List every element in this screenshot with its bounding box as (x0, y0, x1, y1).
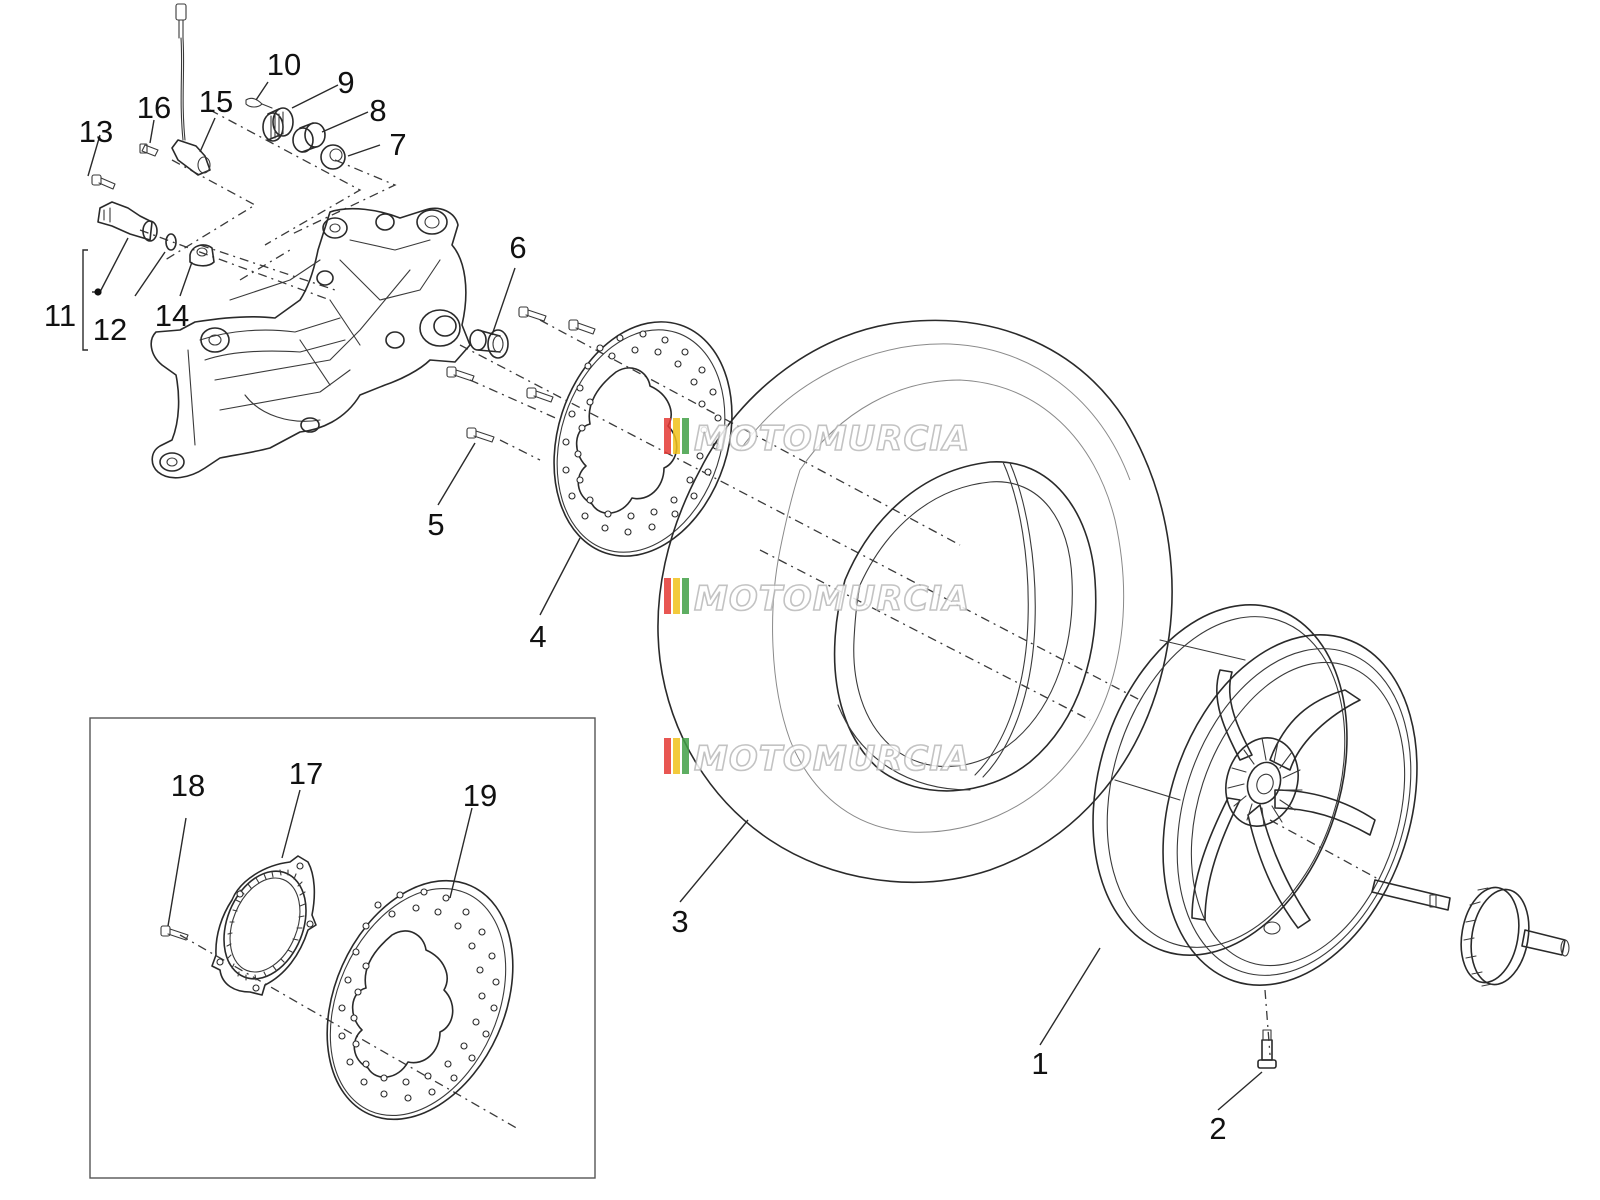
screws-part-5 (446, 306, 596, 443)
callout-15: 15 (199, 84, 233, 119)
watermark-middle: MOTOMURCIA (664, 578, 970, 620)
wm-bar-red (664, 578, 671, 614)
bushing-part-8 (292, 122, 326, 153)
wm-bar-red (664, 738, 671, 774)
callout-2: 2 (1209, 1111, 1226, 1146)
callout-5: 5 (427, 507, 444, 542)
assembly-axis-lines (139, 109, 1381, 1131)
callout-16: 16 (137, 90, 171, 125)
callout-11: 11 (44, 298, 76, 333)
wm-bar-green (682, 738, 689, 774)
watermark-text: MOTOMURCIA (694, 739, 970, 779)
inset-box (89, 717, 596, 1179)
callout-4: 4 (529, 619, 546, 654)
wm-bar-red (664, 418, 671, 454)
o-ring-part-12 (165, 233, 177, 251)
cap-part-14 (189, 244, 215, 267)
callout-labels: 1 2 3 4 5 6 7 8 9 10 11 12 13 14 15 16 1… (44, 47, 1227, 1146)
callout-14: 14 (155, 298, 189, 333)
speed-sensor-part-15 (171, 3, 211, 176)
callout-13: 13 (79, 114, 113, 149)
hub-fins (1227, 737, 1303, 827)
callout-7: 7 (389, 127, 406, 162)
needle-bearing-part-9 (262, 107, 294, 142)
watermark-bottom: MOTOMURCIA (664, 738, 970, 780)
callout-8: 8 (369, 93, 386, 128)
wm-bar-yellow (673, 578, 680, 614)
callout-18: 18 (171, 768, 205, 803)
screw-part-13 (91, 174, 116, 190)
rim-part-1 (1092, 604, 1418, 986)
brake-disc-part-4 (553, 321, 733, 557)
watermark-text: MOTOMURCIA (694, 419, 970, 459)
callout-10: 10 (267, 47, 301, 82)
seal-ring-part-7 (320, 144, 346, 170)
brake-disc-part-19 (326, 879, 514, 1121)
callout-1: 1 (1031, 1046, 1048, 1081)
axle-gear (1371, 879, 1570, 987)
watermark-top: MOTOMURCIA (664, 418, 970, 460)
leader-lines (82, 81, 1263, 1111)
callout-17: 17 (289, 756, 323, 791)
callout-9: 9 (337, 65, 354, 100)
wm-bar-yellow (673, 418, 680, 454)
abs-sensor-part-11 (97, 201, 158, 242)
clip-part-10 (245, 97, 273, 109)
callout-3: 3 (671, 904, 688, 939)
wm-bar-green (682, 578, 689, 614)
wm-bar-green (682, 418, 689, 454)
tire-part-3 (657, 319, 1173, 883)
watermark-text: MOTOMURCIA (694, 579, 970, 619)
screw-part-18 (160, 925, 189, 941)
callout-19: 19 (463, 778, 497, 813)
callout-12: 12 (93, 312, 127, 347)
screw-part-16 (139, 143, 159, 157)
wm-bar-yellow (673, 738, 680, 774)
swingarm-carrier (150, 207, 471, 479)
tone-ring-part-17 (211, 855, 317, 996)
spacer-part-6 (469, 329, 509, 359)
valve-part-2 (1257, 1029, 1277, 1069)
callout-6: 6 (509, 230, 526, 265)
